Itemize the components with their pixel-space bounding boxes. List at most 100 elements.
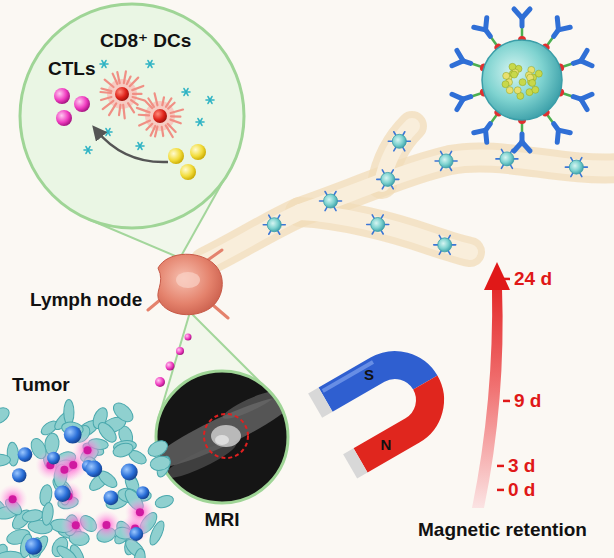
- nanoparticle: [535, 70, 542, 77]
- tumor-tissue: [47, 452, 60, 465]
- nanoparticle: [506, 87, 513, 94]
- dendritic-cell: [153, 109, 167, 123]
- tumor-tissue: [60, 466, 68, 474]
- pole-label: N: [381, 436, 392, 453]
- tumor-tissue: [154, 493, 175, 510]
- time-arrow: [484, 262, 510, 290]
- time-arrow: [472, 262, 510, 508]
- nanoparticle: [450, 167, 452, 170]
- tumor-tissue: [69, 461, 77, 469]
- time-tick: [497, 465, 504, 468]
- nanoparticle: [514, 87, 521, 94]
- tumor-tissue: [64, 400, 74, 426]
- dendritic-cell: [155, 93, 158, 105]
- nanoparticle: [580, 173, 582, 176]
- dendritic-cell: [133, 97, 144, 100]
- nanoparticle: [324, 194, 338, 208]
- nanoparticle: [372, 215, 374, 218]
- nanoparticle: [338, 200, 342, 202]
- antigen-particle: [182, 89, 190, 96]
- time-tick: [503, 400, 510, 403]
- naive-t-cell: [168, 148, 184, 164]
- naive-t-cell: [190, 144, 206, 160]
- tumor-tissue: [91, 510, 121, 540]
- antibody: [514, 9, 530, 44]
- lymphatic-vessel: [205, 157, 614, 262]
- nanoparticle: [453, 160, 457, 162]
- nanoparticle: [367, 224, 371, 226]
- antibody: [581, 58, 592, 68]
- magnet: [343, 383, 443, 461]
- time-label: 3 d: [508, 455, 535, 477]
- tumor-tissue: [9, 495, 17, 503]
- nanoparticle: [529, 79, 536, 86]
- mri-image: [204, 414, 248, 458]
- zoom-circle: [20, 4, 244, 228]
- nanoparticle: [571, 173, 573, 176]
- nanoparticle: [269, 231, 271, 234]
- nanoparticle: [382, 185, 384, 188]
- dendritic-cell: [103, 101, 114, 109]
- lymph-node: [148, 250, 228, 318]
- dendritic-cell: [101, 89, 111, 92]
- antibody: [552, 130, 564, 142]
- time-label: 24 d: [514, 268, 552, 290]
- nanoparticle: [565, 166, 569, 168]
- nanoparticle: [496, 158, 500, 160]
- mri-image: [144, 365, 301, 515]
- antigen-particle: [146, 61, 154, 68]
- nanoparticle: [501, 165, 503, 168]
- tumor-tissue: [64, 426, 82, 444]
- nanoparticle: [482, 40, 562, 120]
- tumor-tissue: [0, 399, 175, 558]
- antibody: [522, 9, 530, 18]
- lymph-node: [176, 272, 200, 288]
- activation-arrow: [96, 130, 168, 162]
- antibody: [454, 50, 465, 60]
- dendritic-cell: [146, 124, 152, 130]
- lymphatic-vessel: [300, 212, 470, 252]
- tumor-tissue: [72, 521, 80, 529]
- dendritic-cell: [100, 71, 143, 118]
- nanoparticle: [377, 179, 381, 181]
- nanoparticle: [263, 215, 285, 234]
- tumor-tissue: [54, 543, 79, 558]
- tumor-tissue: [84, 446, 92, 454]
- nanoparticle: [391, 185, 393, 188]
- nanoparticle: [388, 132, 410, 151]
- nanoparticle: [394, 132, 396, 135]
- nanoparticle: [391, 170, 393, 173]
- nanoparticle: [320, 191, 342, 210]
- dendritic-cell: [130, 78, 138, 87]
- tumor-tissue: [149, 455, 172, 472]
- dendritic-cell: [151, 126, 156, 136]
- antigen-particle: [106, 129, 110, 136]
- nanoparticle: [571, 158, 573, 161]
- nanoparticle: [377, 170, 399, 189]
- antigen-particle: [86, 147, 90, 154]
- dendritic-cell: [123, 105, 125, 118]
- dendritic-cell: [101, 97, 111, 100]
- nanoparticle: [439, 235, 441, 238]
- tumor-tissue: [0, 454, 11, 467]
- antigen-particle: [106, 129, 110, 136]
- nanoparticle: [325, 191, 327, 194]
- mri-image: [215, 435, 229, 445]
- nanoparticle: [320, 200, 324, 202]
- antigen-particle: [136, 143, 144, 150]
- antigen-particle: [84, 147, 92, 154]
- lymph-node: [148, 250, 228, 318]
- dendritic-cell: [124, 71, 126, 83]
- time-tick: [497, 489, 504, 492]
- nanoparticle: [501, 149, 503, 152]
- dendritic-cell: [148, 99, 154, 107]
- dendritic-cell: [162, 97, 164, 105]
- t-cell: [54, 88, 90, 126]
- tumor-tissue: [136, 486, 149, 499]
- tumor-tissue: [136, 508, 144, 516]
- activation-arrow: [96, 130, 168, 162]
- tumor-tissue: [133, 548, 147, 558]
- nanoparticle: [325, 207, 327, 210]
- nanoparticle: [441, 167, 443, 170]
